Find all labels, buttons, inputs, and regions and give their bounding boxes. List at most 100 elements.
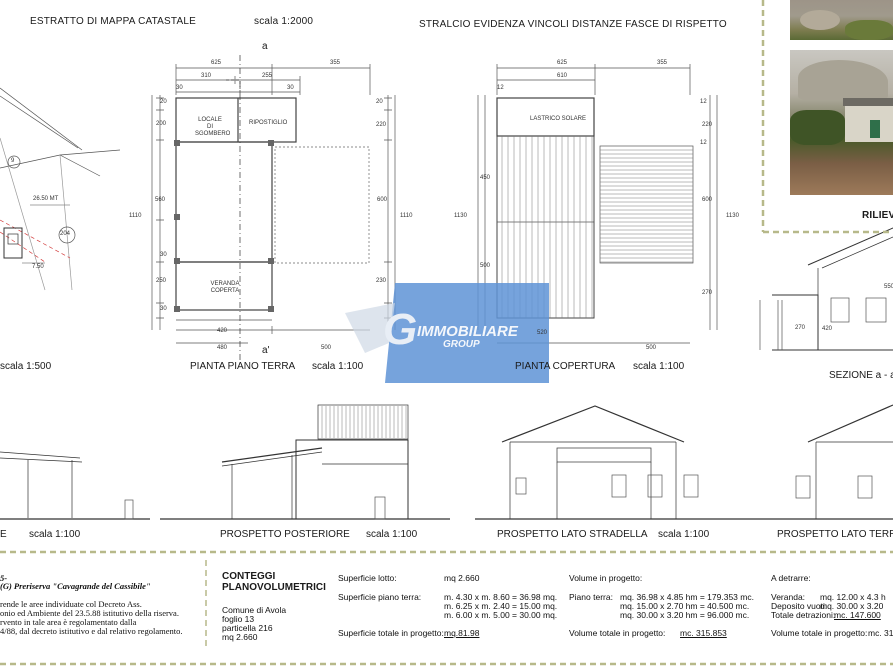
dim-560: 560 — [155, 197, 166, 203]
veranda-label: Veranda: — [771, 592, 806, 602]
elevation-2-scale: scala 1:100 — [366, 529, 418, 540]
dim-500: 500 — [321, 345, 332, 351]
roof-dim-12b: 12 — [700, 99, 707, 105]
roof-dim-500v: 500 — [480, 263, 491, 269]
volume-piano-label: Piano terra: — [569, 592, 613, 602]
roof-dim-500h: 500 — [646, 345, 657, 351]
dim-30a: 30 — [176, 85, 183, 91]
dim-220: 220 — [376, 122, 387, 128]
volume-3: mq. 30.00 x 3.20 hm = 96.000 mc. — [620, 610, 750, 620]
superficie-totale-value: mq.81.98 — [444, 628, 480, 638]
roof-dim-610: 610 — [557, 73, 568, 79]
roof-hatch — [501, 136, 693, 318]
dim-30c: 30 — [160, 252, 167, 258]
floor-plan-title: PIANTA PIANO TERRA — [190, 361, 296, 372]
roof-dim-520: 520 — [537, 330, 548, 336]
floor-plan-scale: scala 1:100 — [312, 361, 364, 372]
dim-1110-left: 1110 — [129, 213, 142, 219]
parcel-9: 9 — [11, 158, 15, 164]
map-distance: 26.50 MT — [33, 196, 59, 202]
roof-dim-625: 625 — [557, 60, 568, 66]
detrarre-label: A detrarre: — [771, 573, 811, 583]
roof-plan-title: PIANTA COPERTURA — [515, 361, 616, 372]
roof-plan-scale: scala 1:100 — [633, 361, 685, 372]
elevation-1-label: E — [0, 529, 7, 540]
conteggi-mq: mq 2.660 — [222, 632, 258, 642]
heading-rilievo: RILIEV — [862, 210, 893, 221]
dim-355: 355 — [330, 60, 341, 66]
superficie-lotto-label: Superficie lotto: — [338, 573, 397, 583]
veranda-value: mq. 12.00 x 4.3 h — [820, 592, 886, 602]
superficie-lotto-value: mq 2.660 — [444, 573, 480, 583]
section-title: SEZIONE a - a' — [829, 370, 893, 381]
dim-600: 600 — [377, 197, 388, 203]
section-drawing — [759, 227, 893, 351]
dim-200: 200 — [156, 121, 167, 127]
section-dim-420: 420 — [822, 326, 833, 332]
dim-625: 625 — [211, 60, 222, 66]
conteggi-title-1: CONTEGGI — [222, 571, 276, 582]
roof-dim-1130-right: 1130 — [726, 213, 739, 219]
deposito-value: mq. 30.00 x 3.20 — [820, 601, 884, 611]
floor-plan — [151, 55, 396, 360]
superficie-piano-2: m. 6.25 x m. 2.40 = 15.00 mq. — [444, 601, 558, 611]
site-photo-top — [790, 0, 893, 40]
dim-255: 255 — [262, 73, 273, 79]
superficie-piano-3: m. 6.00 x m. 5.00 = 30.00 mq. — [444, 610, 558, 620]
watermark-sub: GROUP — [443, 339, 480, 350]
section-dim-270: 270 — [795, 325, 806, 331]
volume-totale-label: Volume totale in progetto: — [569, 628, 666, 638]
superficie-piano-1: m. 4.30 x m. 8.60 = 36.98 mq. — [444, 592, 558, 602]
roof-dim-12a: 12 — [497, 85, 504, 91]
volume-totale-value: mc. 315.853 — [680, 628, 727, 638]
legend-left-2: rende le aree individuate col Decreto As… — [0, 599, 142, 609]
superficie-piano-label: Superficie piano terra: — [338, 592, 422, 602]
legend-left-5: 4/88, dal decreto istitutivo e dal relat… — [0, 626, 183, 636]
map-small: 7.50 — [32, 264, 44, 270]
catastal-map — [0, 87, 121, 291]
lastrico-label: LASTRICO SOLARE — [530, 116, 587, 122]
watermark-mark: G — [383, 305, 418, 354]
legend-left-1: (G) Preriserva "Cavagrande del Cassibile… — [0, 581, 151, 591]
roof-dim-355: 355 — [657, 60, 668, 66]
section-dim-550: 550 — [884, 284, 893, 290]
dim-310: 310 — [201, 73, 212, 79]
dim-420: 420 — [217, 328, 228, 334]
volume-totale-right-label: Volume totale in progetto: — [771, 628, 868, 638]
heading-scala-mappa: scala 1:2000 — [254, 16, 314, 27]
volume-1: mq. 36.98 x 4.85 hm = 179.353 mc. — [620, 592, 754, 602]
conteggi-particella: particella 216 — [222, 623, 273, 633]
room-locale: LOCALE DI SGOMBERO — [195, 117, 231, 137]
watermark-brand: IMMOBILIARE — [417, 323, 518, 340]
dim-20a: 20 — [160, 99, 167, 105]
deposito-label: Deposito vuoti: — [771, 601, 828, 611]
volume-2: mq. 15.00 x 2.70 hm = 40.500 mc. — [620, 601, 750, 611]
roof-dim-1130-left: 1130 — [454, 213, 467, 219]
dim-250: 250 — [156, 278, 167, 284]
map-scale: scala 1:500 — [0, 361, 52, 372]
legend-left-3: onio ed Ambiente del 23.5.88 istitutivo … — [0, 608, 179, 618]
elevations — [0, 404, 893, 520]
dim-480: 480 — [217, 345, 228, 351]
conteggi-title-2: PLANOVOLUMETRICI — [222, 582, 326, 593]
elevation-3-scale: scala 1:100 — [658, 529, 710, 540]
section-mark-a: a — [262, 41, 268, 52]
legend-left-4: rvento in tale area è regolamentato dall… — [0, 617, 137, 627]
roof-dim-450: 450 — [480, 175, 491, 181]
roof-dim-220: 220 — [702, 122, 713, 128]
superficie-totale-label: Superficie totale in progetto: — [338, 628, 444, 638]
elevation-3-label: PROSPETTO LATO STRADELLA — [497, 529, 648, 540]
elevation-2-label: PROSPETTO POSTERIORE — [220, 529, 350, 540]
volume-label: Volume in progetto: — [569, 573, 643, 583]
conteggi-comune: Comune di Avola — [222, 605, 287, 615]
legend-left-0: 5- — [0, 573, 8, 583]
dim-1110-right: 1110 — [400, 213, 413, 219]
room-veranda: VERANDA COPERTA — [210, 281, 240, 294]
elevation-4-label: PROSPETTO LATO TERRE — [777, 529, 893, 540]
section-mark-a-prime: a' — [262, 345, 270, 356]
dim-30d: 30 — [160, 306, 167, 312]
dim-230: 230 — [376, 278, 387, 284]
heading-stralcio: STRALCIO EVIDENZA VINCOLI DISTANZE FASCE… — [419, 19, 727, 30]
